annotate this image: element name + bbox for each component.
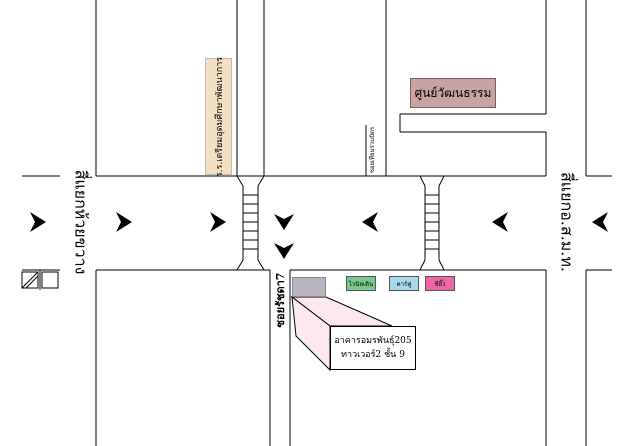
school-label-box: ร.ร.เตรียมอุดมศึกษาพัฒนาการ <box>205 56 232 177</box>
footbridge-left <box>236 175 265 271</box>
cultural-center-text: ศูนย์วัฒนธรรม <box>414 85 492 100</box>
building-floor: ทาวเวอร์2 ชั้น 9 <box>341 350 405 360</box>
arrow-left-icon <box>492 212 508 232</box>
right-junction-label: สี่แยกอ.ส.ม.ท. <box>557 172 577 272</box>
soi-label: ซอยรัชดา7 <box>274 272 287 328</box>
shop-label-1: ไวนิลเดิน <box>346 276 376 291</box>
school-label: ร.ร.เตรียมอุดมศึกษาพัฒนาการ <box>214 56 225 177</box>
footbridge-right <box>419 175 445 271</box>
arrow-right-icon <box>30 212 46 232</box>
left-junction-label: สี่แยกห้วยขวาง <box>71 169 91 275</box>
shop-label-2: คาร์ฟู <box>389 276 419 291</box>
arrow-down-icon <box>274 214 294 230</box>
building-name: อาคารอมรพันธุ์205 <box>334 336 412 346</box>
shop-label-3: ซีอิ๊ว <box>425 276 455 291</box>
arrow-left-icon <box>362 212 378 232</box>
bus-stop-icon <box>21 271 59 289</box>
alley-label: ซอยเทียมร่วมมิตร <box>369 126 376 174</box>
arrow-down-icon <box>274 243 294 259</box>
arrow-right-icon <box>210 212 226 232</box>
arrow-left-icon <box>592 212 608 232</box>
arrow-right-icon <box>116 212 132 232</box>
cultural-center-label: ศูนย์วัฒนธรรม <box>410 78 496 108</box>
building-marker <box>292 277 326 297</box>
building-callout: อาคารอมรพันธุ์205 ทาวเวอร์2 ชั้น 9 <box>330 326 416 370</box>
traffic-arrows <box>30 212 608 259</box>
